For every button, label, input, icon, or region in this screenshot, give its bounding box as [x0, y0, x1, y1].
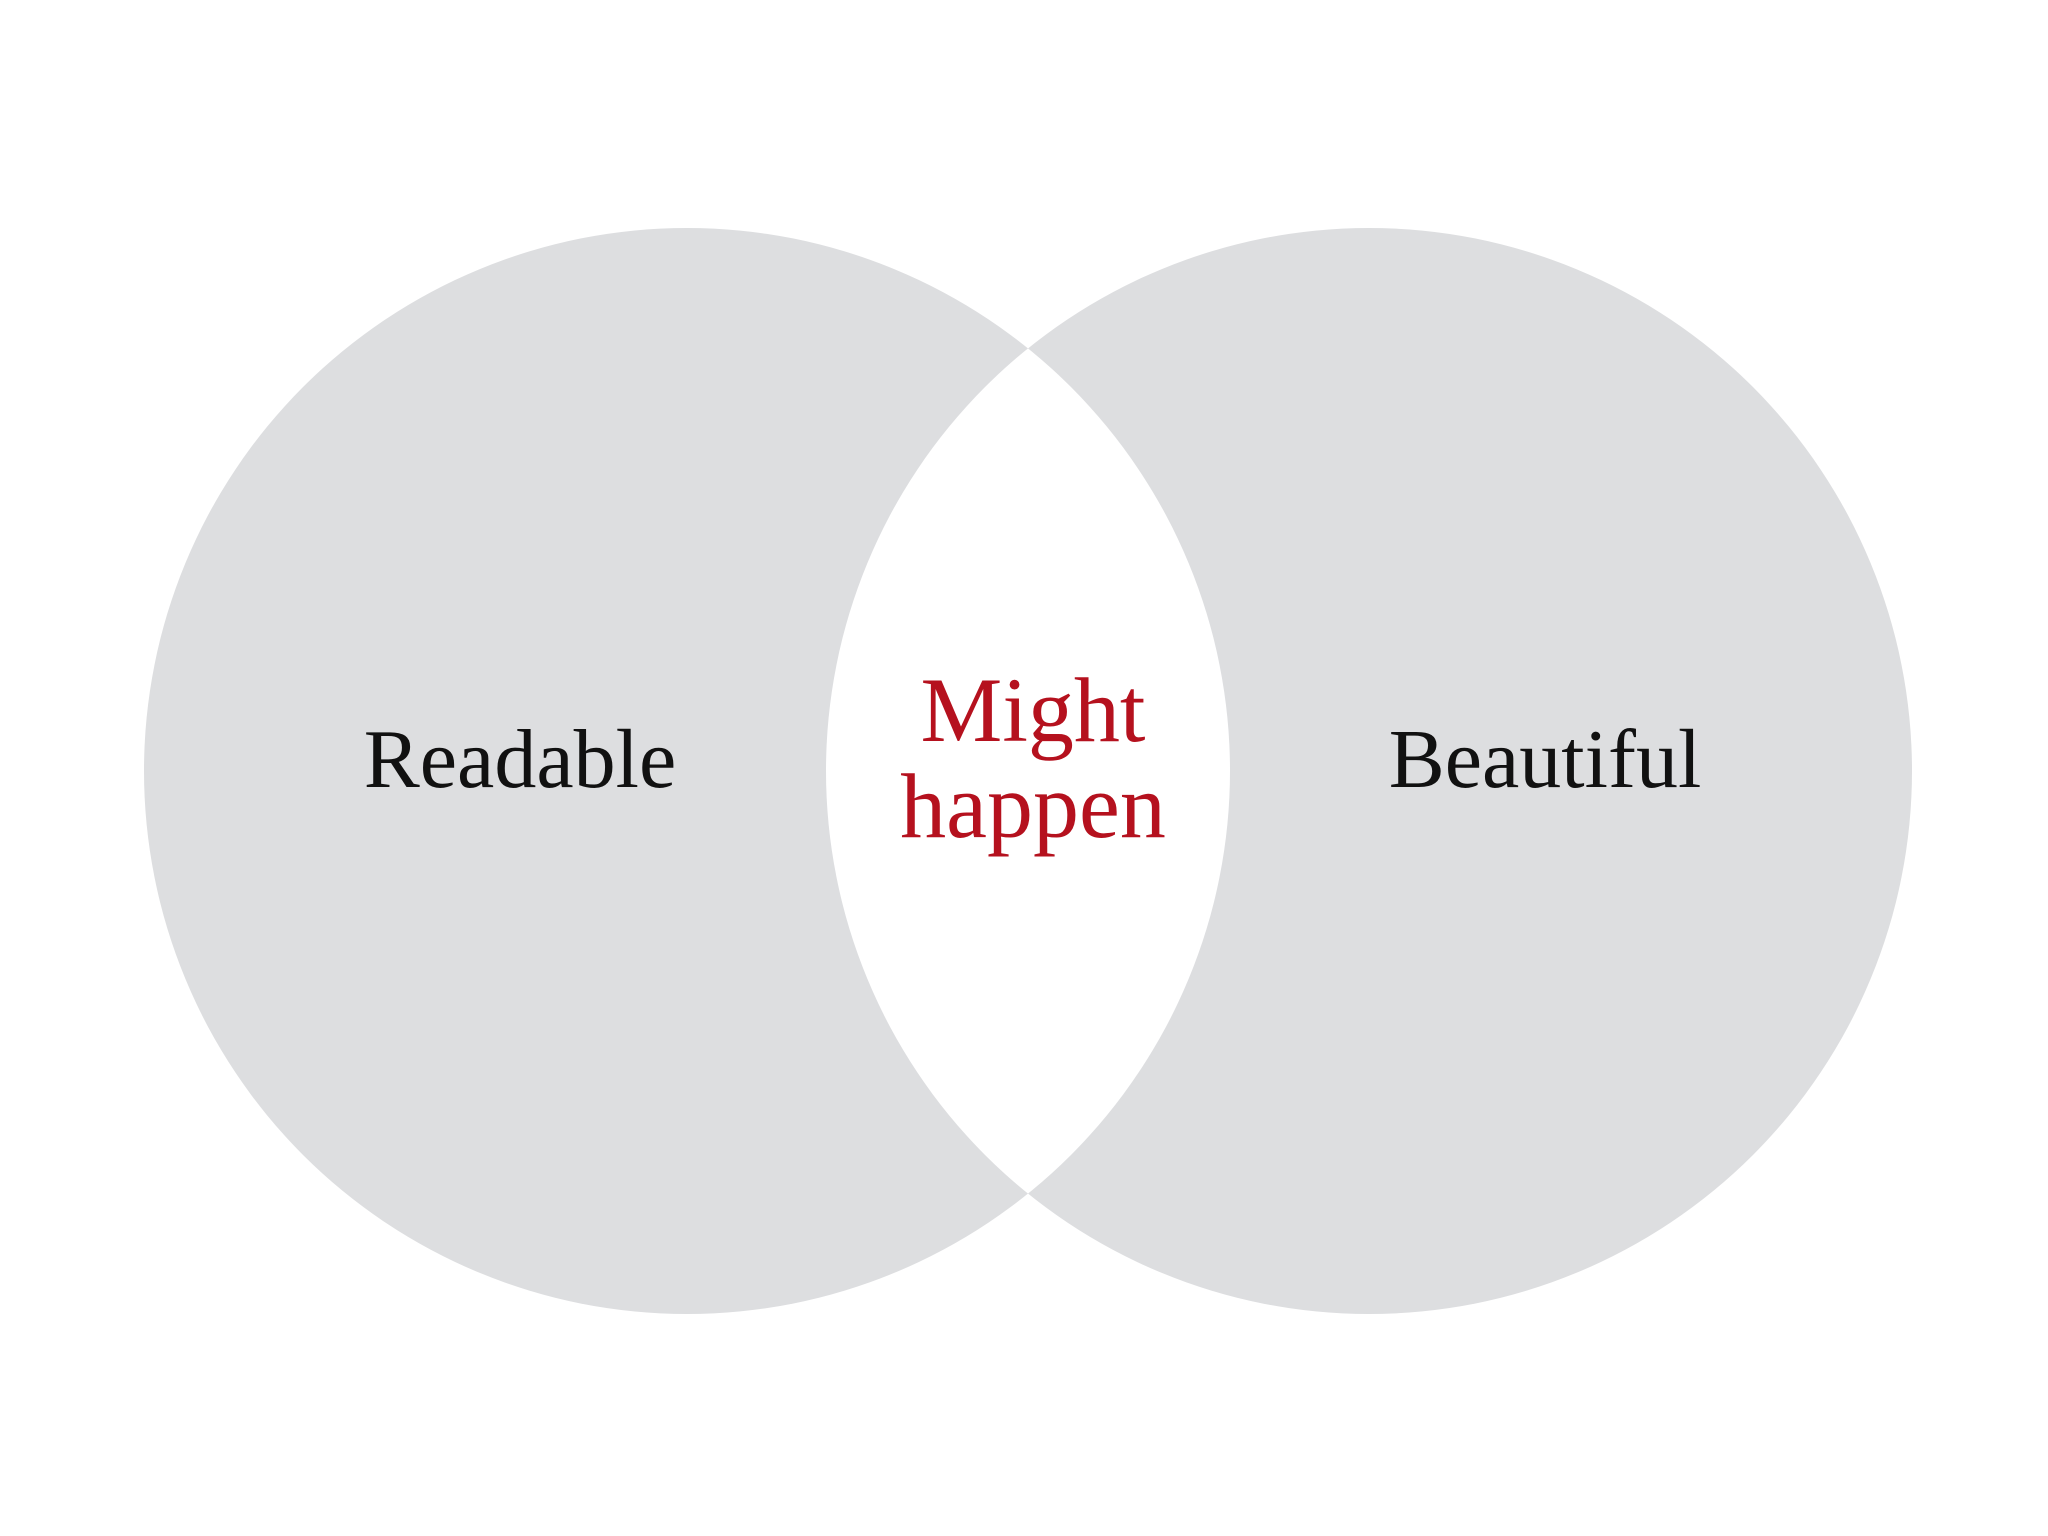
- label-intersection-line-1: Might: [921, 659, 1146, 761]
- label-beautiful: Beautiful: [1389, 713, 1702, 806]
- venn-intersection-area: [826, 228, 1230, 1314]
- label-readable: Readable: [364, 713, 677, 806]
- label-intersection-line-2: happen: [900, 755, 1166, 857]
